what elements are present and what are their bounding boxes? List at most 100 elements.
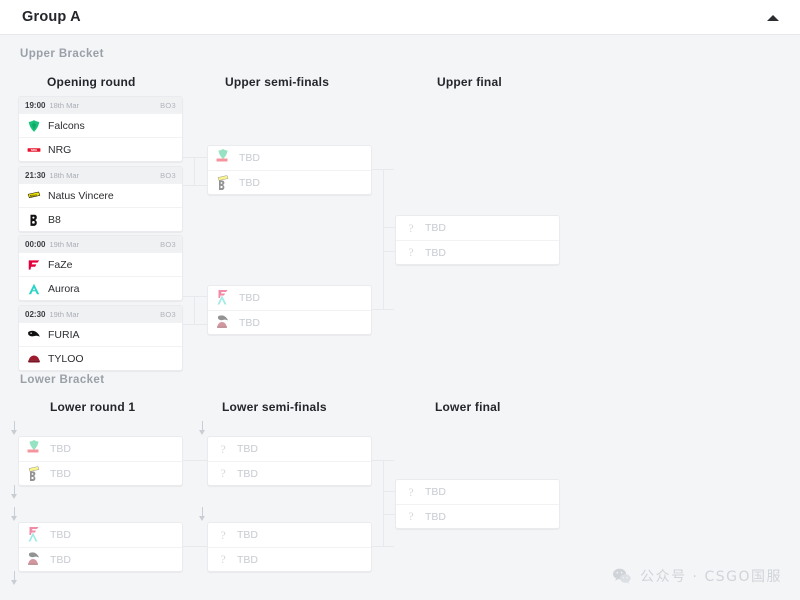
question-mark-icon: ?	[408, 484, 414, 499]
match-time: 21:30	[25, 170, 46, 180]
match-date: 19th Mar	[49, 239, 80, 249]
team-row[interactable]: TYLOO	[19, 346, 182, 370]
watermark-text: 公众号 · CSGO国服	[640, 569, 782, 585]
team-row[interactable]: FURIA	[19, 322, 182, 346]
drop-arrow-icon	[10, 421, 19, 435]
match-card[interactable]: TBD TBD	[18, 522, 183, 572]
nrg-logo: NRG	[27, 143, 41, 157]
team-row[interactable]: ? TBD	[208, 437, 371, 461]
furia-tyloo-placeholder	[216, 314, 232, 332]
match-card[interactable]: ? TBD ? TBD	[395, 215, 560, 265]
drop-arrow-icon	[10, 485, 19, 499]
team-row[interactable]: NAVI Natus Vincere	[19, 183, 182, 207]
match-card[interactable]: ? TBD ? TBD	[207, 522, 372, 572]
team-name: TBD	[239, 292, 260, 304]
navi-logo: NAVI	[27, 189, 41, 203]
connector	[183, 460, 207, 461]
team-name: Aurora	[48, 282, 80, 295]
drop-arrow-icon	[10, 571, 19, 585]
match-card[interactable]: 02:30 19th Mar BO3 FURIA TYLOO	[18, 305, 183, 371]
match-card[interactable]: 21:30 18th Mar BO3 NAVI Natus Vincere B8	[18, 166, 183, 232]
team-name: TBD	[50, 529, 71, 541]
match-card[interactable]: TBD TBD	[18, 436, 183, 486]
question-mark-icon: ?	[408, 245, 414, 259]
furia-logo	[27, 328, 41, 342]
navi-b8-placeholder	[216, 174, 232, 192]
team-row[interactable]: Aurora	[19, 276, 182, 300]
match-card[interactable]: TBD TBD	[207, 145, 372, 195]
team-row[interactable]: TBD	[208, 310, 371, 334]
match-card[interactable]: TBD TBD	[207, 285, 372, 335]
drop-arrow-icon	[198, 507, 207, 521]
match-card[interactable]: ? TBD ? TBD	[395, 479, 560, 529]
round-title-lower-round-1: Lower round 1	[50, 400, 136, 414]
match-date: 18th Mar	[49, 170, 80, 180]
collapse-group-button[interactable]	[764, 9, 782, 27]
faze-aurora-placeholder	[27, 526, 43, 544]
connector	[183, 157, 207, 158]
team-name: TBD	[50, 553, 71, 566]
match-card[interactable]: ? TBD ? TBD	[207, 436, 372, 486]
team-name: TBD	[425, 510, 446, 523]
faze-logo	[27, 258, 41, 272]
aurora-logo	[27, 282, 41, 296]
connector	[383, 460, 384, 546]
connector	[383, 491, 395, 492]
team-row[interactable]: ? TBD	[396, 480, 559, 504]
team-row[interactable]: TBD	[19, 461, 182, 485]
match-header: 19:00 18th Mar BO3	[19, 97, 182, 113]
watermark: 公众号 · CSGO国服	[612, 566, 782, 586]
match-date: 19th Mar	[49, 309, 80, 319]
team-name: TBD	[237, 467, 258, 480]
match-card[interactable]: 00:00 19th Mar BO3 FaZe Aurora	[18, 235, 183, 301]
navi-b8-placeholder	[27, 465, 43, 483]
team-row[interactable]: Falcons	[19, 113, 182, 137]
team-row[interactable]: FaZe	[19, 252, 182, 276]
team-name: TBD	[239, 152, 260, 164]
team-row[interactable]: ? TBD	[396, 504, 559, 528]
match-time: 02:30	[25, 309, 46, 319]
question-mark-icon: ?	[220, 552, 226, 566]
team-row[interactable]: TBD	[208, 146, 371, 170]
question-mark-icon: ?	[408, 220, 414, 235]
team-name: Falcons	[48, 119, 85, 132]
match-card[interactable]: 19:00 18th Mar BO3 Falcons NRG NRG	[18, 96, 183, 162]
team-row[interactable]: ? TBD	[208, 547, 371, 571]
team-name: FaZe	[48, 258, 73, 271]
match-time: 00:00	[25, 239, 46, 249]
team-row[interactable]: TBD	[19, 437, 182, 461]
page-title: Group A	[22, 9, 81, 25]
match-format: BO3	[160, 309, 176, 319]
team-name: Natus Vincere	[48, 189, 114, 202]
team-name: FURIA	[48, 328, 80, 341]
team-name: TBD	[239, 176, 260, 189]
connector	[372, 546, 394, 547]
match-header: 21:30 18th Mar BO3	[19, 167, 182, 183]
team-row[interactable]: NRG NRG	[19, 137, 182, 161]
drop-arrow-icon	[198, 421, 207, 435]
team-row[interactable]: B8	[19, 207, 182, 231]
team-row[interactable]: ? TBD	[208, 461, 371, 485]
connector	[183, 546, 207, 547]
team-name: TBD	[237, 553, 258, 566]
team-name: TBD	[425, 486, 446, 498]
match-format: BO3	[160, 170, 176, 180]
team-row[interactable]: TBD	[208, 170, 371, 194]
team-name: TBD	[425, 246, 446, 259]
team-row[interactable]: TBD	[208, 286, 371, 310]
connector	[194, 296, 195, 324]
furia-tyloo-placeholder	[27, 551, 43, 569]
team-row[interactable]: TBD	[19, 523, 182, 547]
match-format: BO3	[160, 239, 176, 249]
connector	[194, 157, 195, 185]
team-row[interactable]: TBD	[19, 547, 182, 571]
tyloo-logo	[27, 352, 41, 366]
team-row[interactable]: ? TBD	[208, 523, 371, 547]
team-row[interactable]: ? TBD	[396, 216, 559, 240]
team-row[interactable]: ? TBD	[396, 240, 559, 264]
round-title-lower-semi-finals: Lower semi-finals	[222, 400, 327, 414]
match-time: 19:00	[25, 100, 46, 110]
connector	[183, 185, 207, 186]
round-title-lower-final: Lower final	[435, 400, 501, 414]
